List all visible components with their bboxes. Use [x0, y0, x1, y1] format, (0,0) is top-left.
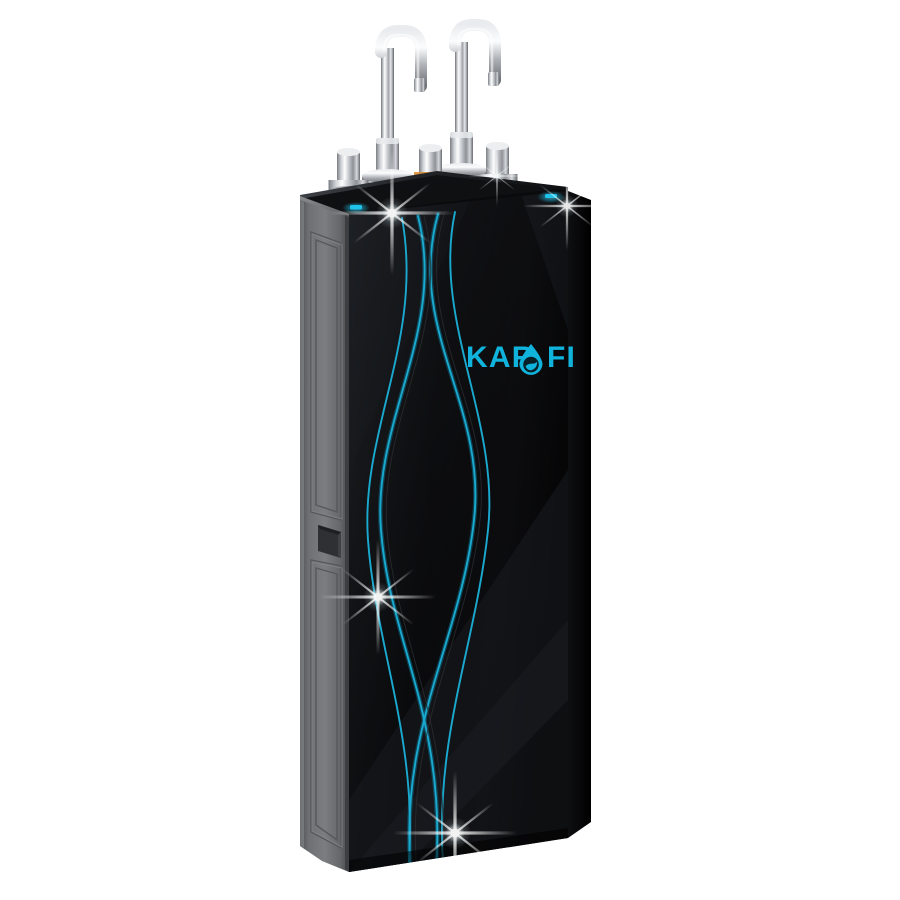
led-left: [350, 205, 362, 210]
front-reflections: [349, 191, 568, 872]
water-drop-icon: [519, 344, 543, 375]
cabinet-right-side: [568, 191, 591, 838]
logo-text-after: FI: [547, 341, 576, 374]
cabinet-left-side-panel: [300, 196, 349, 872]
side-handle-recess[interactable]: [318, 525, 341, 558]
cyan-wave-decoration: [366, 211, 491, 872]
cabinet-bottom-edge: [349, 828, 568, 872]
brand-logo: KAR FI: [466, 341, 576, 375]
